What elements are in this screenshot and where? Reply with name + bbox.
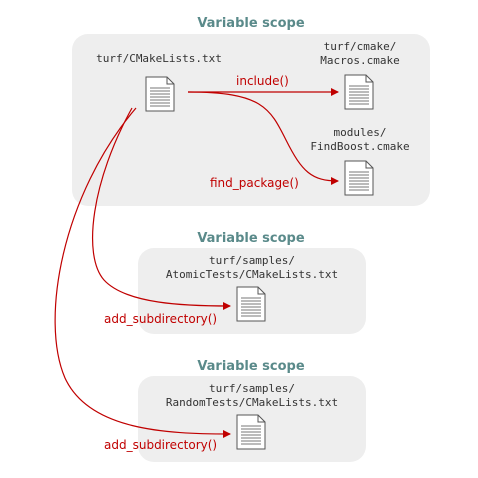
file-label-turf-cmakelists: turf/CMakeLists.txt bbox=[96, 52, 222, 66]
file-label-findboost: modules/ FindBoost.cmake bbox=[310, 126, 409, 154]
file-label-random-cmakelists: turf/samples/ RandomTests/CMakeLists.txt bbox=[166, 382, 338, 410]
file-label-line: turf/samples/ bbox=[208, 254, 296, 267]
file-label-line: modules/ bbox=[333, 126, 387, 139]
scope-title-random: Variable scope bbox=[197, 359, 305, 374]
file-label-macros: turf/cmake/ Macros.cmake bbox=[320, 40, 399, 68]
file-label-line: turf/CMakeLists.txt bbox=[96, 52, 222, 65]
add-subdirectory-label: add_subdirectory() bbox=[104, 312, 218, 326]
file-label-line: RandomTests/CMakeLists.txt bbox=[165, 396, 339, 409]
file-label-line: turf/samples/ bbox=[208, 382, 296, 395]
scope-title-top: Variable scope bbox=[197, 16, 305, 31]
scope-title-atomic: Variable scope bbox=[197, 231, 305, 246]
file-label-line: FindBoost.cmake bbox=[310, 140, 410, 153]
document-icon bbox=[344, 74, 374, 110]
add-subdirectory-label: add_subdirectory() bbox=[104, 438, 218, 452]
find-package-label: find_package() bbox=[210, 176, 299, 190]
document-icon bbox=[344, 160, 374, 196]
document-icon bbox=[145, 76, 175, 112]
include-label: include() bbox=[236, 74, 289, 88]
file-label-line: AtomicTests/CMakeLists.txt bbox=[165, 268, 339, 281]
file-label-atomic-cmakelists: turf/samples/ AtomicTests/CMakeLists.txt bbox=[166, 254, 338, 282]
document-icon bbox=[236, 286, 266, 322]
file-label-line: turf/cmake/ bbox=[323, 40, 397, 53]
document-icon bbox=[236, 414, 266, 450]
file-label-line: Macros.cmake bbox=[320, 54, 400, 67]
